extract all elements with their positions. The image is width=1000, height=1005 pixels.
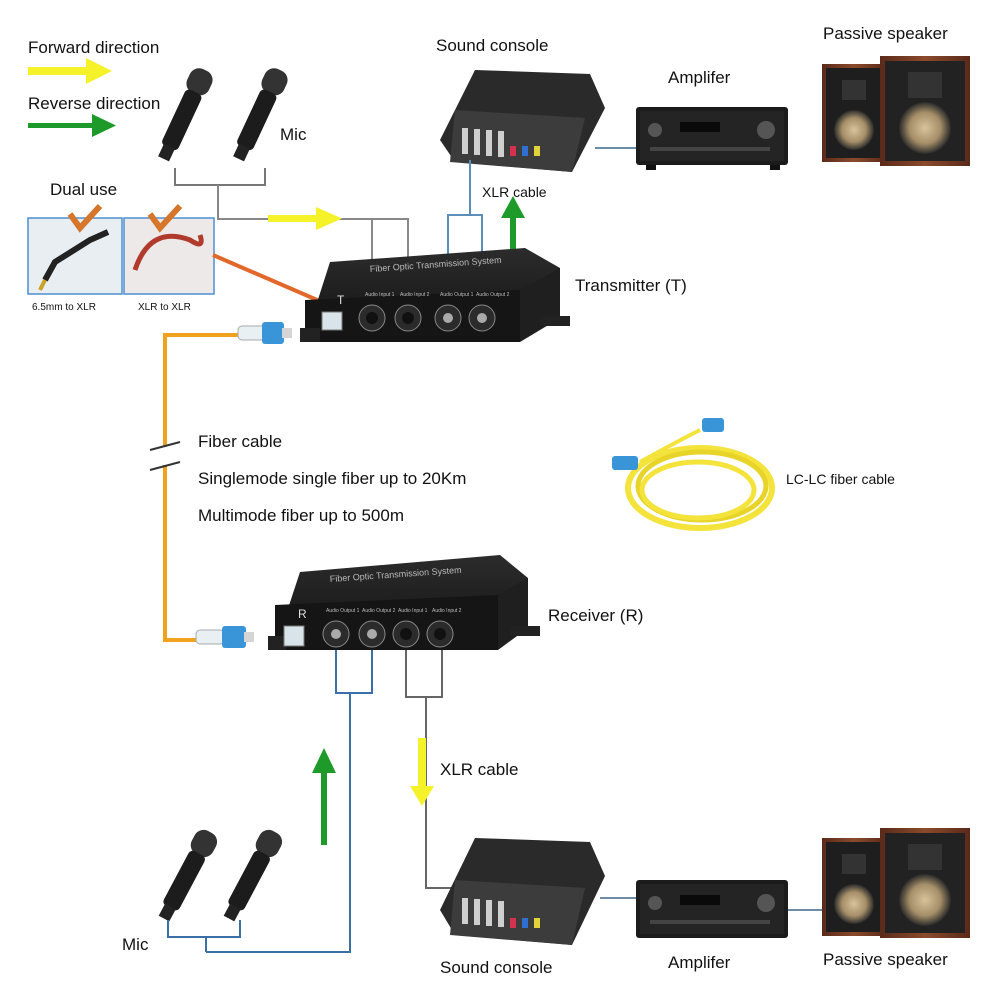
lc-lc-fiber-cable [612, 418, 775, 531]
adapter-xlr-to-xlr [123, 203, 215, 295]
tx-port-label: Audio Output 2 [476, 292, 510, 298]
legend-forward-label: Forward direction [28, 38, 160, 57]
multimode-label: Multimode fiber up to 500m [198, 506, 404, 525]
amplifier-bottom-label: Amplifer [668, 953, 731, 972]
mic-icon [158, 68, 213, 162]
xlr-cable-top-label: XLR cable [482, 184, 547, 200]
receiver-label: Receiver (R) [548, 606, 644, 625]
forward-arrow-icon [410, 738, 434, 806]
legend-reverse-label: Reverse direction [28, 94, 161, 113]
mic-icon [233, 68, 288, 162]
mic-top-label: Mic [280, 125, 307, 144]
sound-console-top [440, 70, 605, 172]
transmitter-device: Fiber Optic Transmission System T Audio … [300, 248, 570, 342]
receiver-device: Fiber Optic Transmission System R Audio … [268, 555, 540, 650]
passive-speaker-bottom [822, 828, 970, 938]
amplifier-top [636, 107, 788, 170]
adapter-6-5mm-label: 6.5mm to XLR [32, 302, 96, 313]
transmitter-label: Transmitter (T) [575, 276, 687, 295]
fiber-break-mark [149, 441, 181, 451]
mic-bottom-label: Mic [122, 935, 149, 954]
rx-port-label: Audio Input 1 [398, 608, 428, 614]
fiber-cable-label: Fiber cable [198, 432, 283, 451]
lc-lc-fiber-label: LC-LC fiber cable [786, 471, 895, 487]
amplifier-top-label: Amplifer [668, 68, 731, 87]
forward-arrow-icon [268, 207, 342, 230]
adapter-xlr-label: XLR to XLR [138, 302, 191, 313]
rx-port-label: Audio Output 1 [326, 608, 360, 614]
fiber-break-mark [149, 461, 181, 471]
lc-connector-icon [195, 626, 254, 648]
singlemode-label: Singlemode single fiber up to 20Km [198, 469, 467, 488]
dual-use-label: Dual use [50, 180, 118, 199]
forward-arrow-icon [28, 58, 112, 84]
sound-console-bottom [440, 838, 605, 945]
adapter-6-5mm-to-xlr [27, 203, 123, 295]
rx-port-label: Audio Input 2 [432, 608, 462, 614]
sound-console-bottom-label: Sound console [440, 958, 553, 977]
lc-connector-icon [237, 322, 292, 344]
tx-port-label: Audio Input 2 [400, 292, 430, 298]
passive-speaker-top [822, 56, 970, 166]
passive-speaker-top-label: Passive speaker [823, 24, 948, 43]
rx-port-label: Audio Output 2 [362, 608, 396, 614]
sound-console-top-label: Sound console [436, 36, 549, 55]
reverse-arrow-icon [501, 196, 525, 260]
tx-port-label: Audio Output 1 [440, 292, 474, 298]
tx-port-label: Audio Input 1 [365, 292, 395, 298]
reverse-arrow-icon [312, 748, 336, 845]
receiver-device-letter: R [298, 607, 307, 621]
amplifier-bottom [636, 880, 788, 938]
mic-icon [158, 829, 218, 922]
passive-speaker-bottom-label: Passive speaker [823, 950, 948, 969]
mic-icon [223, 829, 283, 922]
transmitter-device-letter: T [337, 293, 345, 307]
xlr-cable-bottom-label: XLR cable [440, 760, 519, 779]
reverse-arrow-icon [28, 114, 116, 137]
